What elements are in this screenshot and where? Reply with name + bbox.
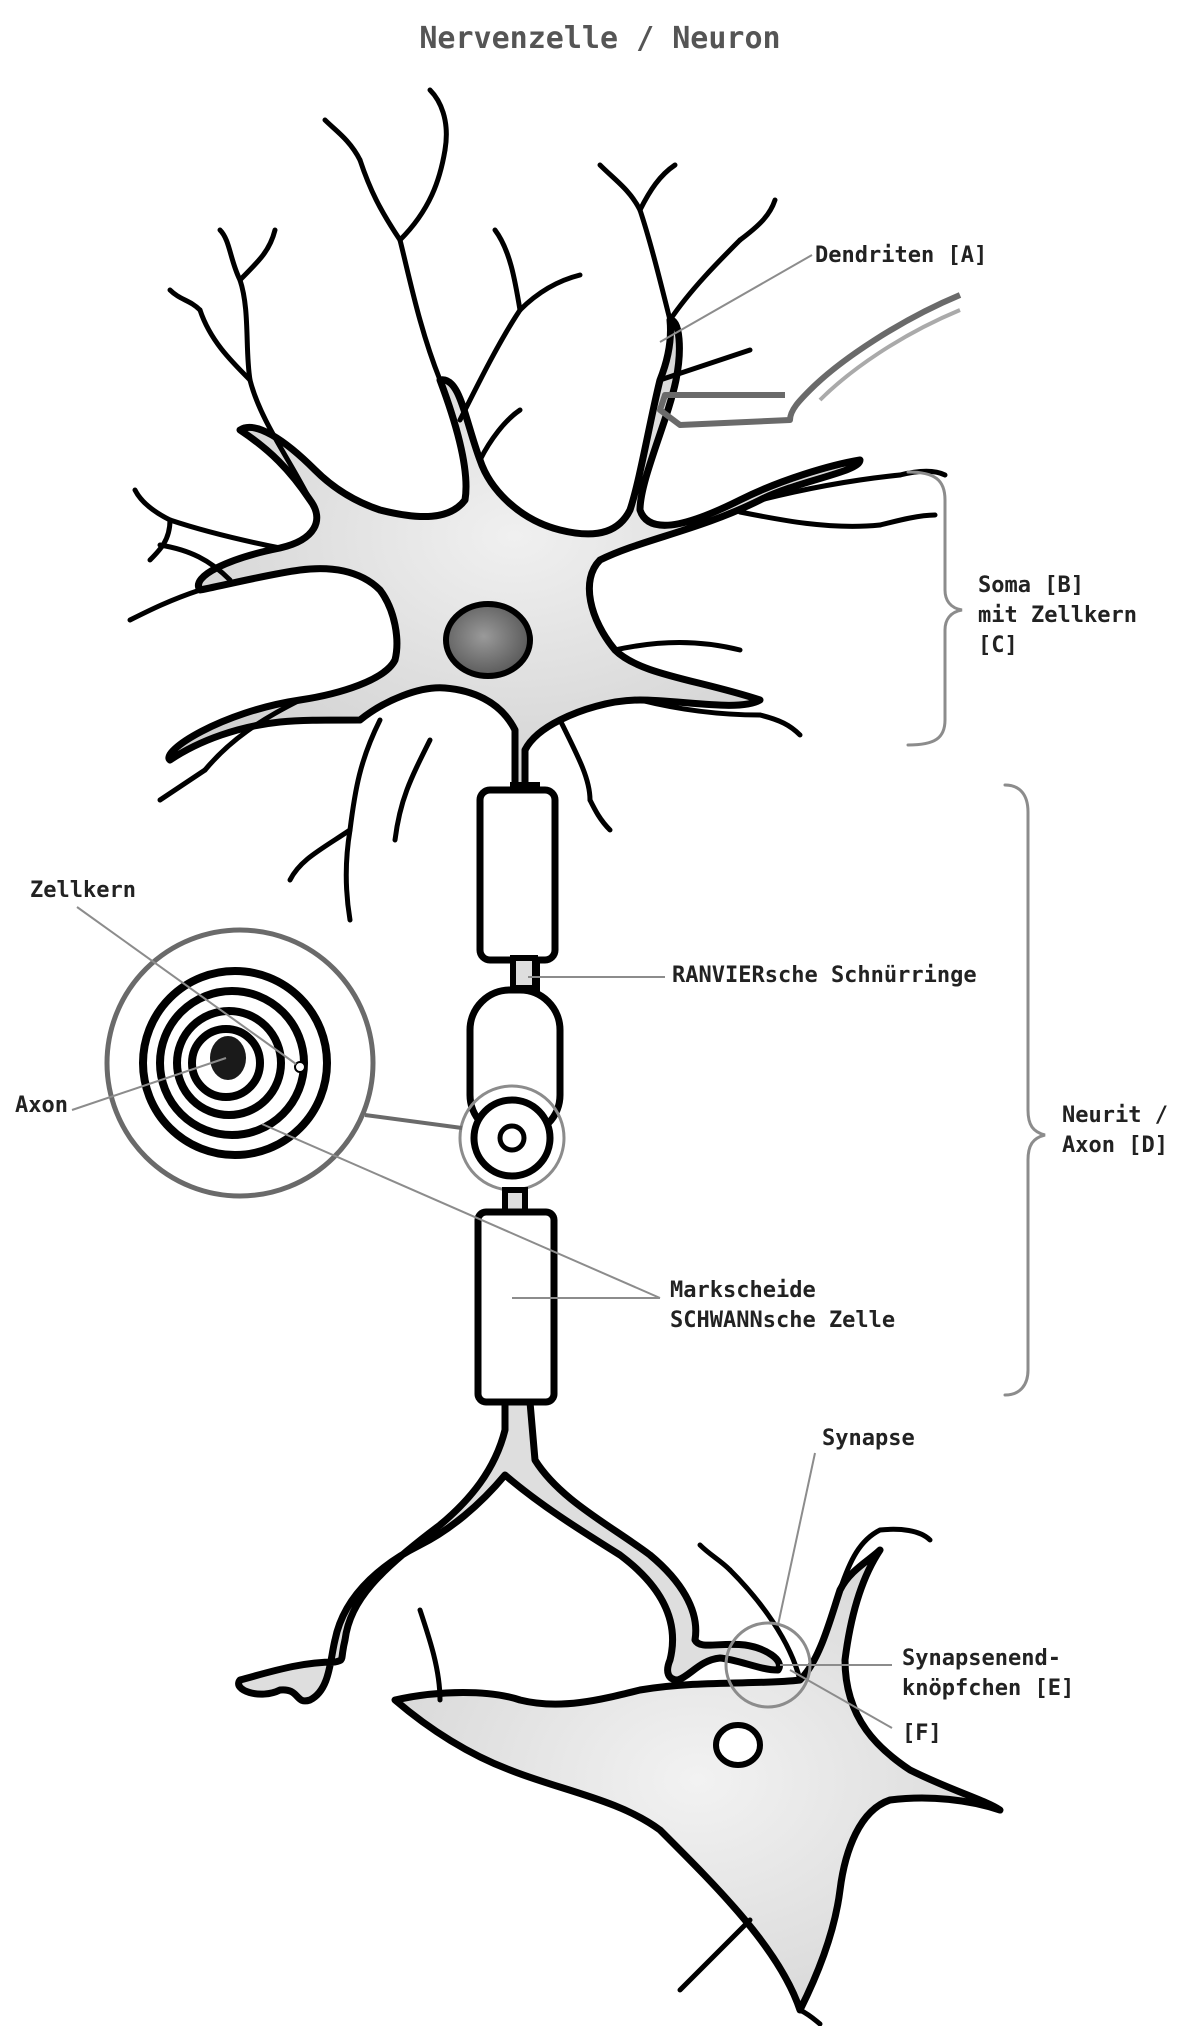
label-soma-line3: [C] (978, 633, 1018, 658)
label-axon: Axon (15, 1093, 68, 1118)
soma-brace (906, 470, 963, 747)
label-synapse: Synapse (822, 1426, 915, 1451)
soma-nucleus (443, 601, 533, 679)
dendrites (127, 87, 948, 923)
soma (165, 316, 864, 804)
label-soma-line2: mit Zellkern (978, 603, 1137, 628)
label-dendriten: Dendriten [A] (815, 243, 987, 268)
label-markscheide-line2: SCHWANNsche Zelle (670, 1308, 895, 1333)
label-synapsenend-line1: Synapsenend- (902, 1646, 1061, 1671)
schwann-nucleus (294, 1061, 306, 1073)
axon-core (210, 1036, 246, 1080)
incoming-axon (657, 292, 962, 428)
label-neurit-line2: Axon [D] (1062, 1133, 1168, 1158)
label-ranvier: RANVIERsche Schnürringe (672, 963, 977, 988)
incoming-axon-edge (818, 308, 961, 402)
myelin-segment-1 (476, 786, 559, 964)
diagram-title: Nervenzelle / Neuron (419, 21, 780, 56)
leader-lines (71, 254, 893, 1729)
myelin-segment-3 (474, 1208, 558, 1406)
axon-cross-section (497, 1123, 527, 1153)
label-neurit-line1: Neurit / (1062, 1103, 1168, 1128)
label-soma-line1: Soma [B] (978, 573, 1084, 598)
label-markscheide-line1: Markscheide (670, 1278, 816, 1303)
axon-terminal (235, 1398, 783, 1705)
magnified-cross-section (104, 927, 463, 1199)
target-nucleus (713, 1722, 763, 1768)
neurit-brace (1003, 783, 1046, 1397)
target-cell (391, 1526, 1004, 2026)
label-zellkern: Zellkern (30, 878, 136, 903)
axon (458, 782, 566, 1406)
label-f: [F] (902, 1721, 942, 1746)
label-synapsenend-line2: knöpfchen [E] (902, 1676, 1074, 1701)
ranvier-node-1 (510, 955, 538, 991)
